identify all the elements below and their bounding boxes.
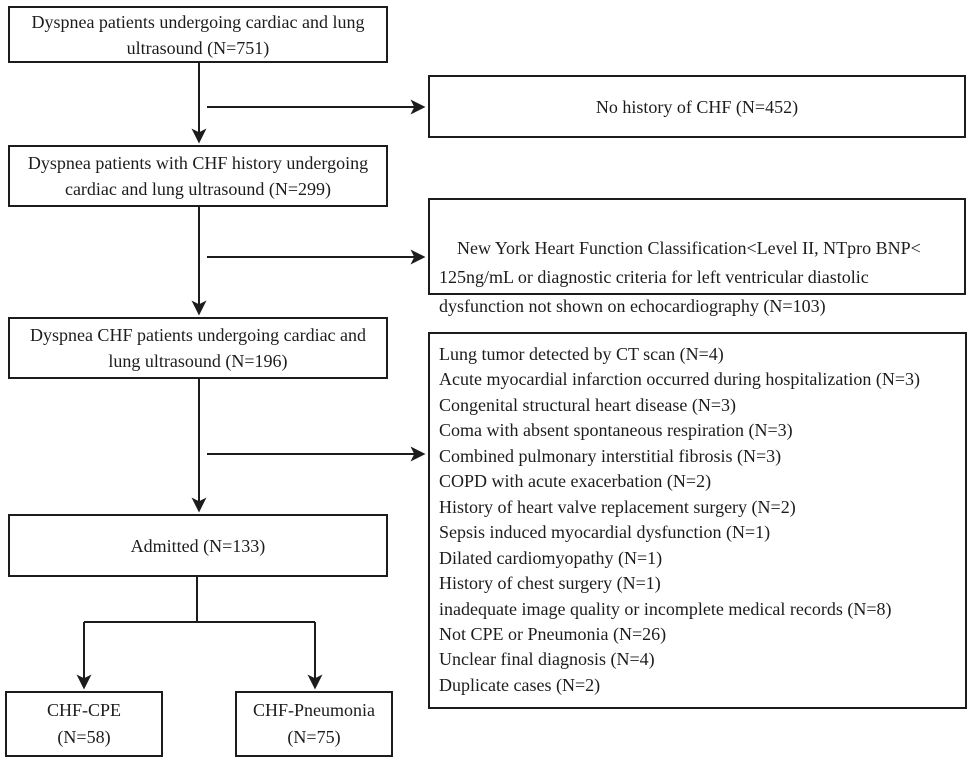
chf-pneumonia-text: CHF-Pneumonia (N=75) (252, 700, 375, 747)
exclusion-item: History of heart valve replacement surge… (439, 496, 796, 517)
exclusion-item: History of chest surgery (N=1) (439, 573, 661, 594)
admitted-text: Admitted (N=133) (130, 535, 266, 556)
exclusion-item: Dilated cardiomyopathy (N=1) (439, 547, 663, 568)
exclusions-box: Lung tumor detected by CT scan (N=4) Acut… (428, 332, 967, 709)
screened-box: Dyspnea patients undergoing cardiac and … (8, 6, 388, 63)
exclusion-item: Lung tumor detected by CT scan (N=4) (439, 344, 724, 364)
exclusion-list: Lung tumor detected by CT scan (N=4) Acut… (439, 342, 963, 698)
chf-cpe-text: CHF-CPE (N=58) (46, 700, 122, 747)
chf-history-box: Dyspnea patients with CHF history underg… (8, 145, 388, 207)
exclusion-item: Unclear final diagnosis (N=4) (439, 649, 655, 670)
chf-ultrasound-text: Dyspnea CHF patients undergoing cardiac … (29, 325, 367, 371)
chf-pneumonia-box: CHF-Pneumonia (N=75) (235, 691, 393, 757)
nyha-excluded-box: New York Heart Function Classification<L… (428, 198, 966, 316)
chf-ultrasound-box: Dyspnea CHF patients undergoing cardiac … (8, 317, 388, 379)
no-chf-box: No history of CHF (N=452) (428, 75, 966, 138)
exclusion-item: Combined pulmonary interstitial fibrosis… (439, 445, 782, 466)
exclusion-item: inadequate image quality or incomplete m… (439, 598, 892, 619)
exclusion-item: Not CPE or Pneumonia (N=26) (439, 623, 667, 644)
nyha-excluded-text: New York Heart Function Classification<L… (439, 238, 921, 316)
exclusion-item: Sepsis induced myocardial dysfunction (N… (439, 522, 771, 543)
no-chf-text: No history of CHF (N=452) (595, 96, 799, 117)
exclusion-item: Duplicate cases (N=2) (439, 674, 601, 695)
exclusion-item: COPD with acute exacerbation (N=2) (439, 471, 712, 492)
screened-text: Dyspnea patients undergoing cardiac and … (31, 11, 365, 58)
exclusion-item: Coma with absent spontaneous respiration… (439, 420, 793, 441)
exclusion-item: Acute myocardial infarction occurred dur… (439, 369, 920, 390)
chf-cpe-box: CHF-CPE (N=58) (5, 691, 163, 757)
exclusion-item: Congenital structural heart disease (N=3… (439, 394, 737, 415)
admitted-box: Admitted (N=133) (8, 514, 388, 577)
chf-history-text: Dyspnea patients with CHF history underg… (27, 153, 369, 199)
